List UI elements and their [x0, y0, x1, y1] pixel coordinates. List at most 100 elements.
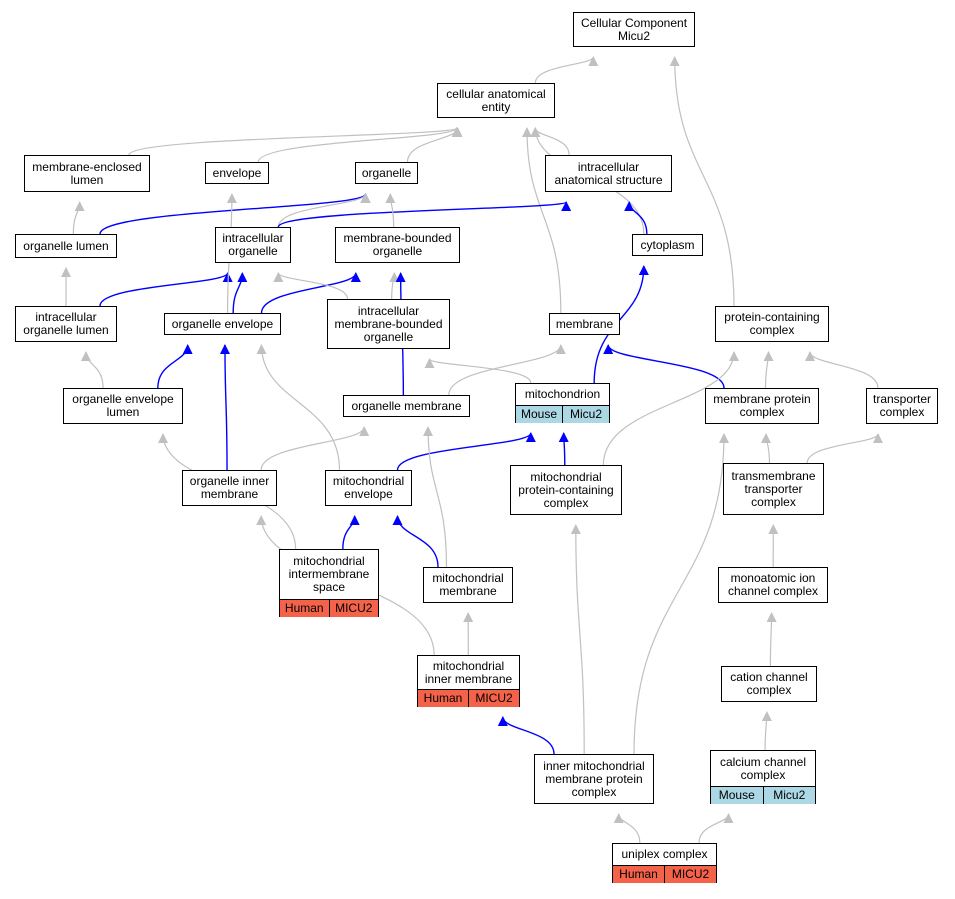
edge-intracellular-organelle-to-intracellular-anatomical-structure: [277, 201, 571, 228]
edge-cation-channel-complex-to-monoatomic-ion-channel-complex: [766, 612, 777, 667]
gene-cell: MICU2: [328, 600, 379, 617]
edge-transporter-complex-to-protein-containing-complex: [805, 351, 879, 389]
edge-intracellular-membrane-bounded-organelle-to-intracellular-organelle: [273, 272, 349, 300]
edge-membrane-protein-complex-to-membrane: [603, 344, 725, 389]
node-organelle-membrane[interactable]: organelle membrane: [343, 395, 470, 417]
edge-mitochondrial-membrane-to-organelle-membrane: [423, 426, 448, 568]
edge-organelle-lumen-to-membrane-enclosed-lumen: [72, 201, 85, 235]
edge-inner-mitochondrial-membrane-protein-complex-to-mitochondrial-inner-membrane: [497, 716, 555, 755]
node-label: organelle envelope: [171, 316, 274, 331]
node-label: membrane-enclosed lumen: [32, 159, 142, 187]
edge-mitochondrial-envelope-to-mitochondrion: [396, 432, 536, 471]
node-label: cytoplasm: [640, 237, 695, 252]
edge-uniplex-complex-to-inner-mitochondrial-membrane-protein-complex: [613, 813, 641, 844]
node-label: organelle inner membrane: [189, 474, 270, 501]
edge-intracellular-organelle-to-organelle: [277, 193, 371, 228]
edge-membrane-to-cellular-anatomical-entity: [521, 127, 562, 314]
node-label: membrane protein complex: [713, 392, 811, 419]
node-protein-containing-complex[interactable]: protein-containing complex: [715, 306, 829, 342]
node-intracellular-anatomical-structure[interactable]: intracellular anatomical structure: [545, 155, 672, 192]
node-label: Cellular Component Micu2: [580, 15, 688, 43]
node-organelle-envelope[interactable]: organelle envelope: [164, 313, 281, 335]
node-label: inner mitochondrial membrane protein com…: [543, 758, 645, 799]
node-organelle-inner-membrane[interactable]: organelle inner membrane: [182, 470, 277, 506]
species-cell: Human: [619, 867, 658, 881]
node-label: membrane-bounded organelle: [343, 231, 452, 258]
edge-cytoplasm-to-intracellular-anatomical-structure: [624, 201, 648, 235]
edge-protein-containing-complex-to-cellular-component: [669, 56, 735, 307]
node-inner-mitochondrial-membrane-protein-complex[interactable]: inner mitochondrial membrane protein com…: [534, 754, 654, 804]
edge-transmembrane-transporter-complex-to-transporter-complex: [806, 433, 883, 464]
edge-organelle-envelope-lumen-to-intracellular-organelle-lumen: [80, 351, 104, 389]
node-label: transmembrane transporter complex: [731, 468, 816, 509]
node-label: intracellular organelle lumen: [23, 310, 109, 337]
node-mitochondrial-membrane[interactable]: mitochondrial membrane: [423, 567, 513, 603]
edge-mitochondrial-membrane-to-mitochondrial-envelope: [392, 515, 439, 568]
node-mitochondrial-envelope[interactable]: mitochondrial envelope: [325, 470, 412, 506]
edge-organelle-envelope-to-intracellular-organelle: [232, 272, 248, 314]
node-membrane-bounded-organelle[interactable]: membrane-bounded organelle: [335, 227, 460, 263]
node-label: membrane: [555, 316, 614, 331]
node-membrane-protein-complex[interactable]: membrane protein complex: [705, 388, 819, 424]
node-intracellular-membrane-bounded-organelle[interactable]: intracellular membrane-bounded organelle: [327, 299, 450, 349]
node-label: uniplex complex: [621, 847, 708, 861]
node-organelle[interactable]: organelle: [355, 162, 418, 184]
node-cation-channel-complex[interactable]: cation channel complex: [721, 666, 817, 702]
species-cell: Human: [284, 601, 324, 615]
node-label: transporter complex: [872, 392, 932, 419]
edge-uniplex-complex-to-calcium-channel-complex: [698, 813, 734, 844]
edge-membrane-bounded-organelle-to-organelle: [385, 193, 396, 228]
node-organelle-envelope-lumen[interactable]: organelle envelope lumen: [63, 388, 183, 424]
edge-mitochondrial-protein-containing-complex-to-mitochondrion: [558, 432, 569, 466]
edge-intracellular-membrane-bounded-organelle-to-membrane-bounded-organelle: [389, 272, 400, 300]
edge-organelle-inner-membrane-to-organelle-membrane: [260, 426, 370, 471]
node-label: intracellular membrane-bounded organelle: [334, 303, 443, 344]
node-membrane[interactable]: membrane: [549, 313, 620, 335]
edge-membrane-enclosed-lumen-to-cellular-anatomical-entity: [128, 127, 462, 156]
edge-organelle-envelope-lumen-to-organelle-envelope: [157, 344, 193, 389]
node-label: organelle: [361, 165, 412, 180]
edge-organelle-membrane-to-membrane: [448, 344, 566, 396]
node-transporter-complex[interactable]: transporter complex: [866, 388, 938, 424]
node-transmembrane-transporter-complex[interactable]: transmembrane transporter complex: [723, 463, 824, 515]
edge-inner-mitochondrial-membrane-protein-complex-to-membrane-protein-complex: [633, 433, 729, 755]
node-label: mitochondrial intermembrane space: [288, 554, 370, 594]
node-envelope[interactable]: envelope: [205, 162, 269, 184]
node-mitochondrial-protein-containing-complex[interactable]: mitochondrial protein-containing complex: [510, 465, 622, 515]
edge-mitochondrial-protein-containing-complex-to-protein-containing-complex: [602, 351, 739, 466]
edge-envelope-to-cellular-anatomical-entity: [257, 127, 462, 163]
node-cytoplasm[interactable]: cytoplasm: [632, 234, 703, 256]
node-label: intracellular anatomical structure: [554, 159, 663, 187]
node-label: mitochondrial membrane: [432, 571, 504, 598]
edge-inner-mitochondrial-membrane-protein-complex-to-mitochondrial-protein-containing-complex: [570, 524, 585, 755]
edge-membrane-protein-complex-to-protein-containing-complex: [763, 351, 774, 389]
edge-cellular-anatomical-entity-to-cellular-component: [534, 56, 599, 84]
node-membrane-enclosed-lumen[interactable]: membrane-enclosed lumen: [24, 155, 150, 192]
node-cellular-anatomical-entity[interactable]: cellular anatomical entity: [437, 83, 555, 118]
node-organelle-lumen[interactable]: organelle lumen: [15, 234, 117, 258]
edge-mitochondrial-envelope-to-organelle-envelope: [256, 344, 341, 471]
edge-intracellular-anatomical-structure-to-cellular-anatomical-entity: [530, 127, 570, 156]
edge-intracellular-organelle-lumen-to-intracellular-organelle: [99, 272, 233, 307]
node-monoatomic-ion-channel-complex[interactable]: monoatomic ion channel complex: [718, 567, 828, 603]
node-intracellular-organelle[interactable]: intracellular organelle: [215, 227, 291, 263]
node-label: cellular anatomical entity: [446, 86, 546, 114]
gene-cell: MICU2: [468, 690, 519, 707]
node-intracellular-organelle-lumen[interactable]: intracellular organelle lumen: [15, 306, 117, 342]
node-cellular-component[interactable]: Cellular Component Micu2: [573, 12, 695, 47]
node-label: monoatomic ion channel complex: [727, 571, 819, 598]
gene-cell: MICU2: [664, 866, 716, 883]
edge-transmembrane-transporter-complex-to-membrane-protein-complex: [761, 433, 772, 464]
node-label: organelle envelope lumen: [72, 392, 174, 419]
node-label: organelle membrane: [351, 398, 462, 413]
node-label: envelope: [212, 165, 262, 180]
gene-cell: Micu2: [562, 406, 609, 423]
node-label: mitochondrial envelope: [332, 474, 405, 501]
node-label: organelle lumen: [23, 238, 109, 253]
